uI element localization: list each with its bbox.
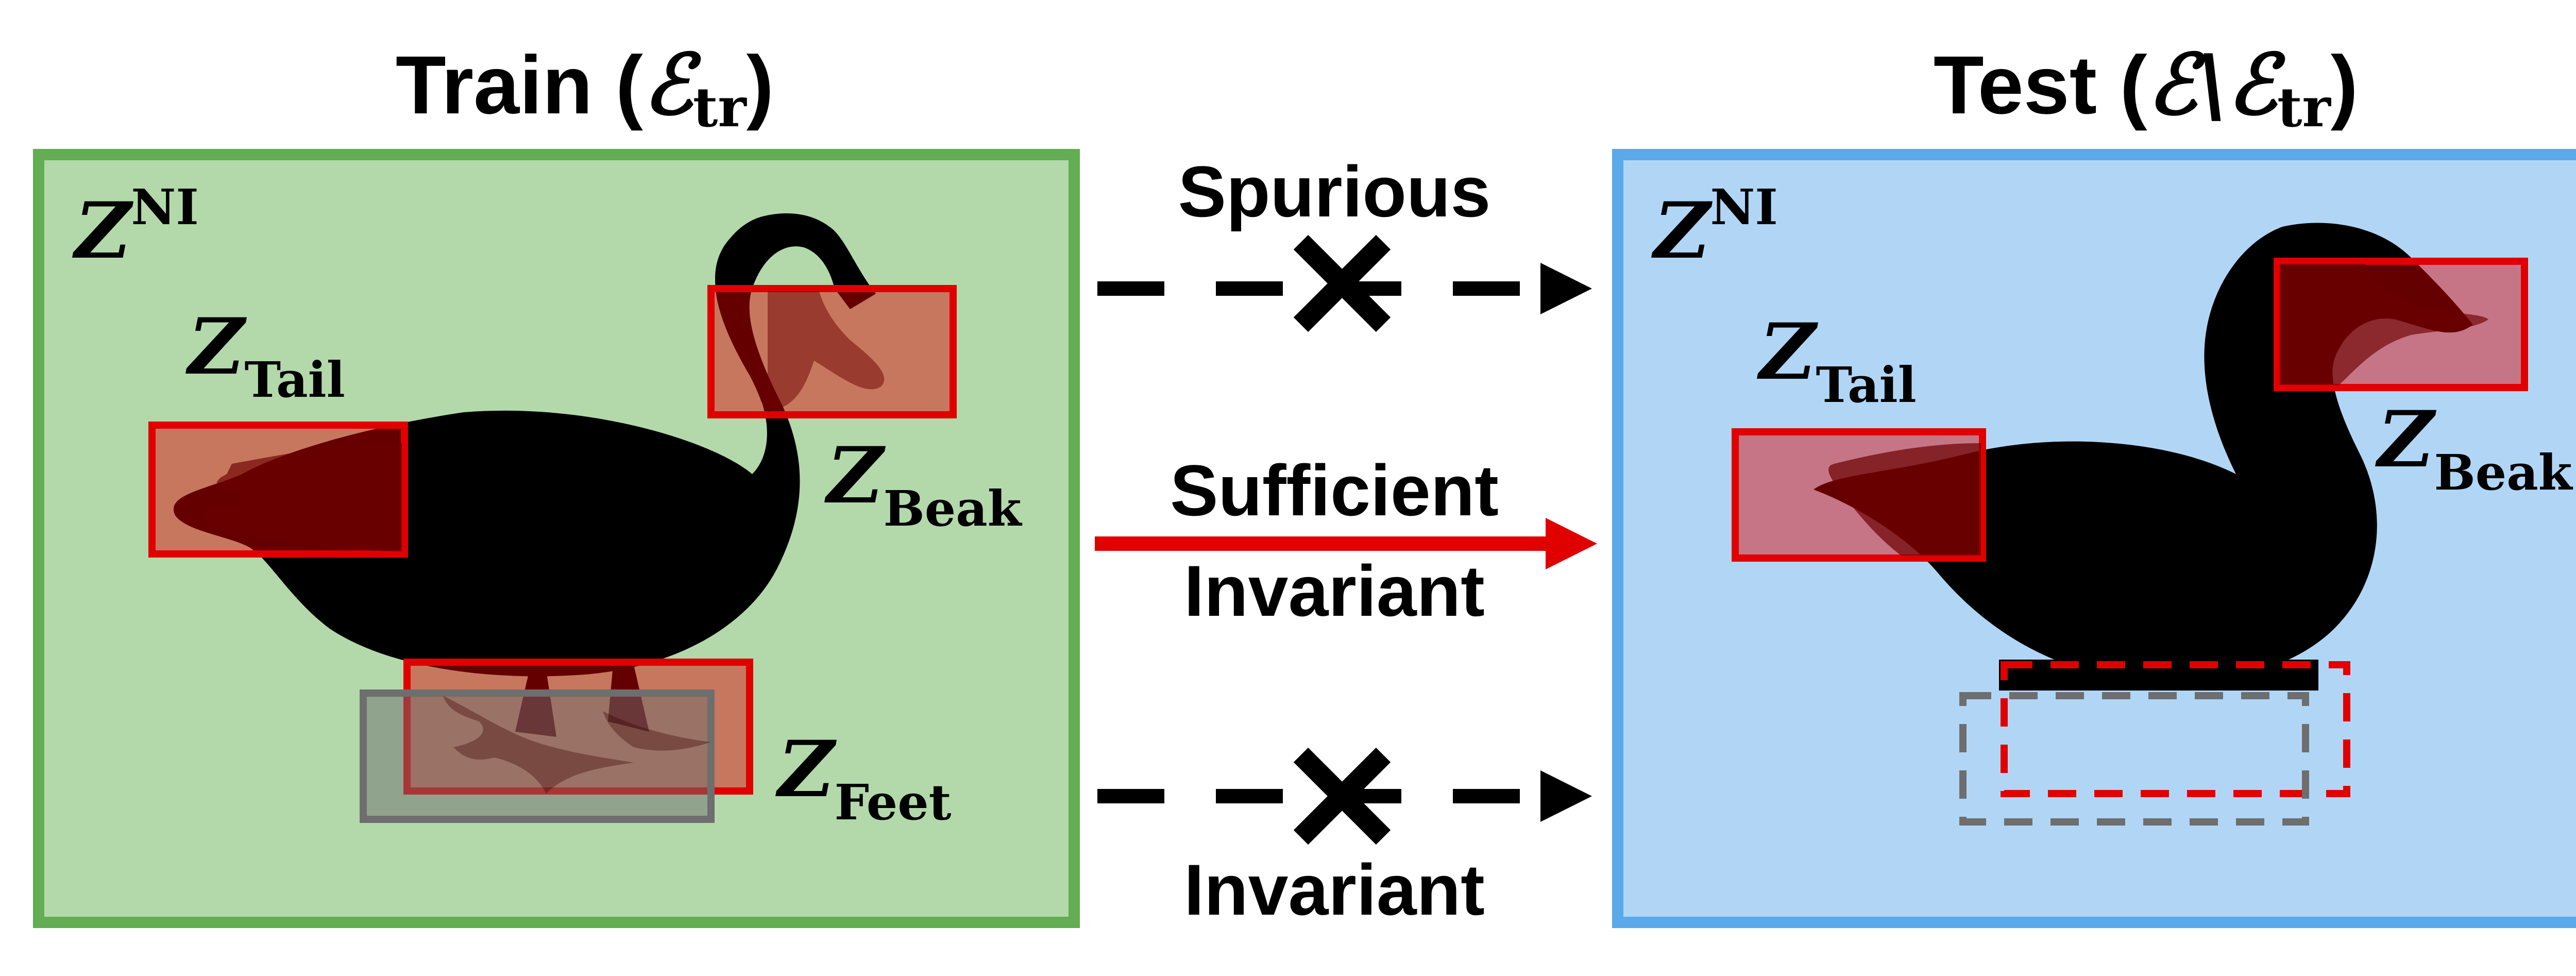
spurious-arrow: Spurious xyxy=(1097,151,1592,332)
test-title: Test (ℰ\ℰtr) xyxy=(1934,36,2358,139)
spurious-label: Spurious xyxy=(1178,151,1491,232)
invariant-arrow: Invariant xyxy=(1097,747,1592,930)
train-tail-feather xyxy=(205,443,402,551)
train-title: Train (ℰtr) xyxy=(396,36,774,139)
test-tail-shape xyxy=(1828,443,1981,556)
train-tail-label: ZTail xyxy=(185,301,345,409)
sufficient-invariant-arrow: Sufficient Invariant xyxy=(1095,450,1597,631)
invariant-cross-icon xyxy=(1293,747,1391,845)
spurious-cross-icon xyxy=(1293,234,1391,332)
train-beak-shape xyxy=(768,291,885,412)
invariant-label: Invariant xyxy=(1184,849,1485,930)
test-panel: Test (ℰ\ℰtr) ZNI ZTail ZBeak xyxy=(1612,36,2576,928)
sufficient-invariant-label: Invariant xyxy=(1184,550,1485,631)
train-beak-label: ZBeak xyxy=(824,430,1023,537)
train-feet-shape xyxy=(443,696,711,794)
test-beak-label: ZBeak xyxy=(2375,394,2573,501)
sufficient-label: Sufficient xyxy=(1170,450,1499,531)
train-feet-label: ZFeet xyxy=(775,724,952,831)
test-zni-label: ZNI xyxy=(1651,179,1778,276)
train-feet-gray-box xyxy=(360,689,715,823)
test-tail-label: ZTail xyxy=(1757,307,1917,414)
test-beak-shape xyxy=(2280,264,2488,385)
train-panel: Train (ℰtr) ZNI ZTail ZBeak ZFeet xyxy=(33,36,1080,928)
train-zni-label: ZNI xyxy=(72,179,199,276)
